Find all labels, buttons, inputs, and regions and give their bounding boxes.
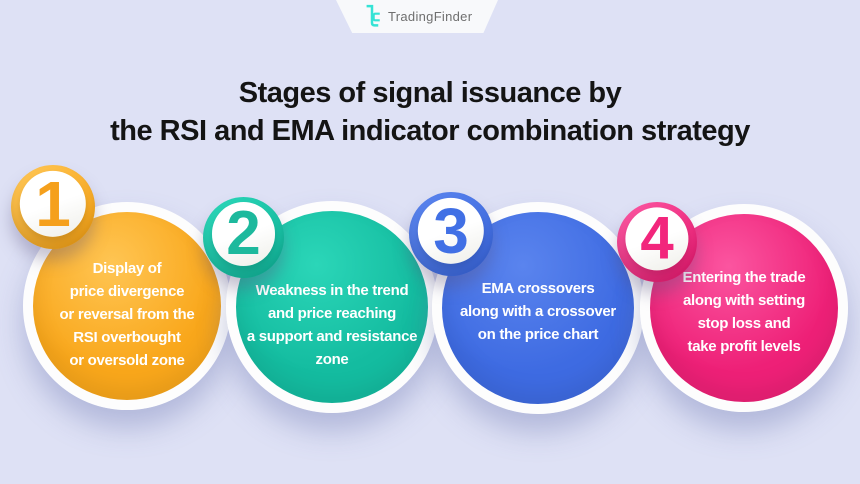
page-title-line-2: the RSI and EMA indicator combination st… [110,115,750,147]
stage-2-number-badge: 2 [203,197,284,278]
stage-2-line-4: zone [315,351,349,368]
brand-name: TradingFinder [388,9,473,24]
stage-1-line-3: or reversal from the [59,305,195,323]
stage-2-line-3: a support and resistance [246,328,418,345]
stage-4-line-4: take profit levels [687,338,801,355]
stage-4-number-disc: 4 [625,204,689,272]
stage-3-number-badge: 3 [409,192,493,276]
stage-1-line-4: RSI overbought [73,328,181,346]
stage-4-line-2: along with setting [682,292,806,309]
stage-2-number: 2 [226,199,261,269]
stage-3-number: 3 [433,194,469,267]
stage-4-number: 4 [640,204,674,272]
stage-2-number-disc: 2 [211,199,276,269]
stage-1-number-disc: 1 [19,167,87,240]
stage-3-line-1: EMA crossovers [481,279,595,297]
stage-3-number-disc: 3 [417,194,485,267]
stage-3-description: EMA crossovers along with a crossover on… [460,277,616,346]
stage-3-circle: EMA crossovers along with a crossover on… [432,202,644,414]
stage-1-description: Display of price divergence or reversal … [60,257,195,372]
stage-1-number-badge: 1 [11,165,95,249]
stage-4-line-3: stop loss and [697,315,791,332]
tradingfinder-logo-icon [366,4,380,27]
stage-1-number: 1 [35,167,71,240]
stage-4-number-badge: 4 [617,202,697,282]
stage-4-line-1: Entering the trade [682,269,806,286]
stage-4-description: Entering the trade along with setting st… [683,266,806,358]
brand-banner: TradingFinder [336,0,498,33]
stage-1-line-2: price divergence [69,282,185,300]
stage-3-line-3: on the price chart [477,325,599,343]
stage-2-line-1: Weakness in the trend [255,282,409,299]
stage-2-description: Weakness in the trend and price reaching… [246,279,418,371]
stage-1-line-1: Display of [92,259,162,277]
stage-2-line-2: and price reaching [268,305,396,322]
stage-3-line-2: along with a crossover [460,302,616,320]
stage-1-circle: Display of price divergence or reversal … [23,202,231,410]
page-title: Stages of signal issuance by the RSI and… [0,74,860,150]
page-title-line-1: Stages of signal issuance by [238,77,622,109]
stage-1-line-5: or oversold zone [69,351,185,369]
